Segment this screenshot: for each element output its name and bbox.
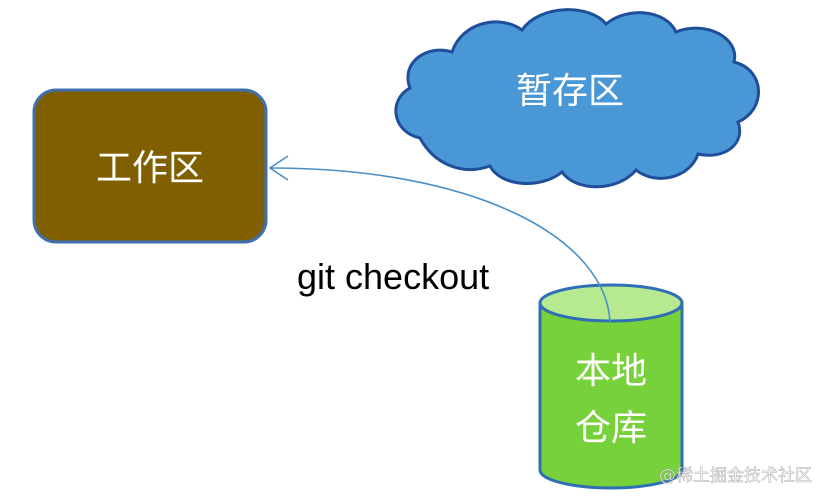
workspace-node: 工作区 [32, 88, 268, 244]
repo-cylinder-body [538, 301, 684, 490]
staging-cloud [394, 8, 760, 189]
checkout-edge: git checkout [268, 155, 611, 323]
checkout-arrowhead [268, 155, 289, 181]
workspace-box [32, 88, 268, 244]
checkout-label: git checkout [297, 256, 489, 297]
checkout-arrow-line [269, 167, 611, 323]
repo-cylinder-top [538, 283, 684, 323]
watermark-text: @稀土掘金技术社区 [659, 466, 812, 486]
workspace-label: 工作区 [96, 148, 204, 189]
staging-label: 暂存区 [516, 71, 624, 112]
repo-label-line2: 仓库 [575, 408, 647, 449]
staging-node: 暂存区 [394, 8, 760, 189]
repo-node: 本地 仓库 [538, 283, 684, 490]
repo-label-line1: 本地 [575, 351, 647, 392]
